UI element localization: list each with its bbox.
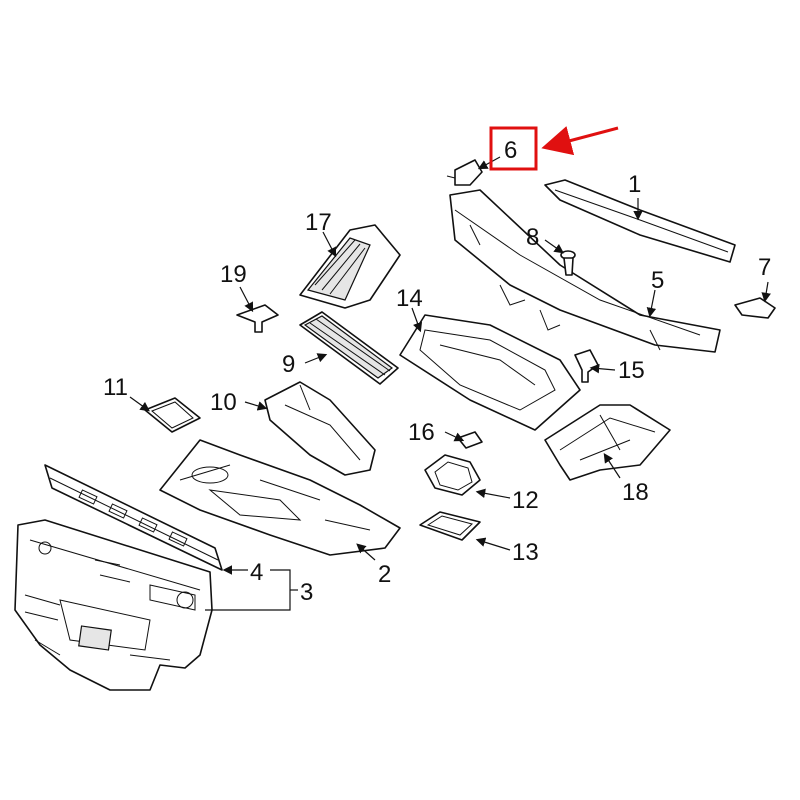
- callout-11: 11: [103, 374, 128, 401]
- part-18-side-panel: [544, 404, 671, 481]
- highlight-part-6: [489, 126, 619, 171]
- part-10-duct: [264, 381, 376, 476]
- part-2-lower-tray: [159, 439, 401, 556]
- part-17-grille: [299, 224, 401, 309]
- callout-5: 5: [651, 267, 664, 294]
- part-9-cabin-filter: [299, 311, 399, 385]
- highlight-box: [489, 126, 538, 171]
- callout-8: 8: [526, 224, 539, 251]
- callout-4: 4: [250, 559, 263, 586]
- part-4-cross-member: [44, 464, 223, 571]
- callout-9: 9: [282, 351, 295, 378]
- callout-18: 18: [622, 479, 649, 506]
- part-8-clip: [560, 250, 576, 276]
- callout-10: 10: [210, 389, 237, 416]
- callout-14: 14: [396, 285, 423, 312]
- leader-lines: [129, 156, 771, 611]
- callout-6: 6: [504, 137, 517, 164]
- highlight-arrow: [541, 126, 619, 156]
- callout-13: 13: [512, 539, 539, 566]
- part-6-end-cap: [446, 159, 483, 186]
- callout-2: 2: [378, 561, 391, 588]
- callout-19: 19: [220, 261, 247, 288]
- callout-12: 12: [512, 487, 539, 514]
- callout-7: 7: [758, 254, 771, 281]
- callout-16: 16: [408, 419, 435, 446]
- part-7-end-cap: [734, 297, 776, 319]
- callout-3: 3: [300, 579, 313, 606]
- callout-17: 17: [305, 209, 332, 236]
- part-5-cowl-plenum: [449, 189, 721, 353]
- part-3-dash-panel: [14, 519, 213, 691]
- part-12-bracket: [424, 454, 481, 496]
- callout-labels: 1 2 3 4 5 6 7 8 9 10 11 12 13 14 15 16 1…: [103, 137, 771, 606]
- part-15-grommet: [574, 349, 599, 383]
- part-14-panel: [399, 314, 581, 431]
- part-13-plate: [419, 511, 481, 541]
- part-11-plate: [144, 397, 201, 433]
- part-19-bracket: [236, 304, 279, 333]
- callout-15: 15: [618, 357, 645, 384]
- callout-1: 1: [628, 171, 641, 198]
